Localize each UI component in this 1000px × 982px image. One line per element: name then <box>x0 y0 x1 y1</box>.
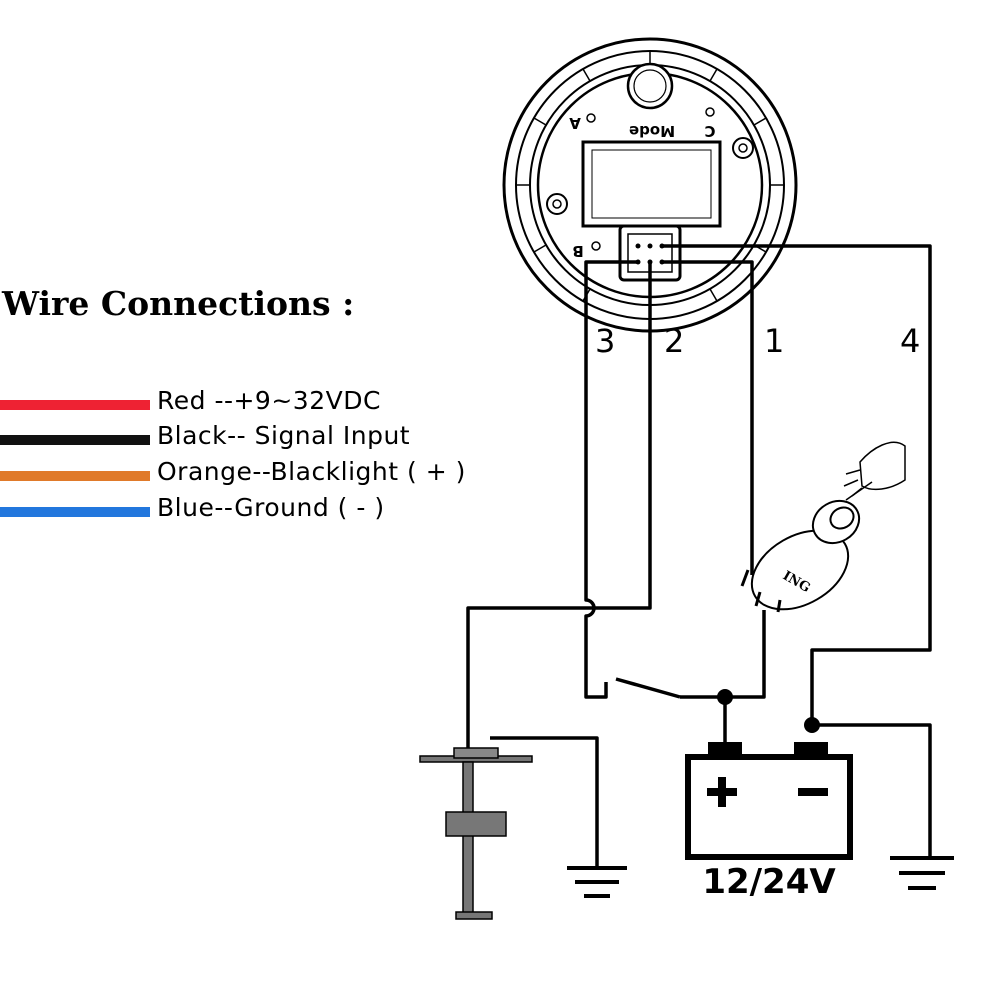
wire-number-4: 4 <box>900 322 920 360</box>
junction-negative <box>804 717 820 733</box>
wire-ground-right <box>812 723 932 858</box>
legend-label-black: Black-- Signal Input <box>157 421 411 450</box>
junction-positive <box>717 689 733 705</box>
legend-label-red: Red --+9~32VDC <box>157 386 381 415</box>
wire-number-2: 2 <box>664 322 684 360</box>
gauge-mode-label: Mode <box>629 122 675 140</box>
wire-number-1: 1 <box>764 322 784 360</box>
ignition-switch: ING <box>740 499 861 613</box>
wire-4 <box>662 244 932 725</box>
wire-number-3: 3 <box>595 322 615 360</box>
screw-right <box>732 137 754 159</box>
switch-lever <box>615 677 681 699</box>
legend-label-blue: Blue--Ground ( - ) <box>157 493 385 522</box>
battery-body <box>685 754 853 860</box>
gauge-label-c: C <box>704 122 715 140</box>
ground-symbol-left <box>567 866 627 898</box>
legend-title: Wire Connections : <box>2 284 355 323</box>
legend-swatch-black <box>0 435 150 445</box>
legend-swatch-orange <box>0 471 150 481</box>
legend-swatch-red <box>0 400 150 410</box>
ground-symbol-right <box>890 856 954 890</box>
gauge-display <box>581 140 722 228</box>
wires <box>466 244 932 868</box>
level-sensor <box>419 747 533 920</box>
gauge: Mode A C B <box>502 37 798 333</box>
battery-label: 12/24V <box>702 862 836 902</box>
gauge-label-a: A <box>569 114 581 132</box>
gauge-label-b: B <box>572 242 583 260</box>
legend-label-orange: Orange--Blacklight ( + ) <box>157 457 466 486</box>
wire-ignition-battery <box>680 610 766 699</box>
wire-ground-left <box>490 736 599 868</box>
battery: 12/24V <box>685 742 853 902</box>
legend-swatch-blue <box>0 507 150 517</box>
wire-1 <box>662 260 754 575</box>
wire-2 <box>466 262 652 750</box>
screw-left <box>546 193 568 215</box>
hand-icon <box>843 441 906 501</box>
